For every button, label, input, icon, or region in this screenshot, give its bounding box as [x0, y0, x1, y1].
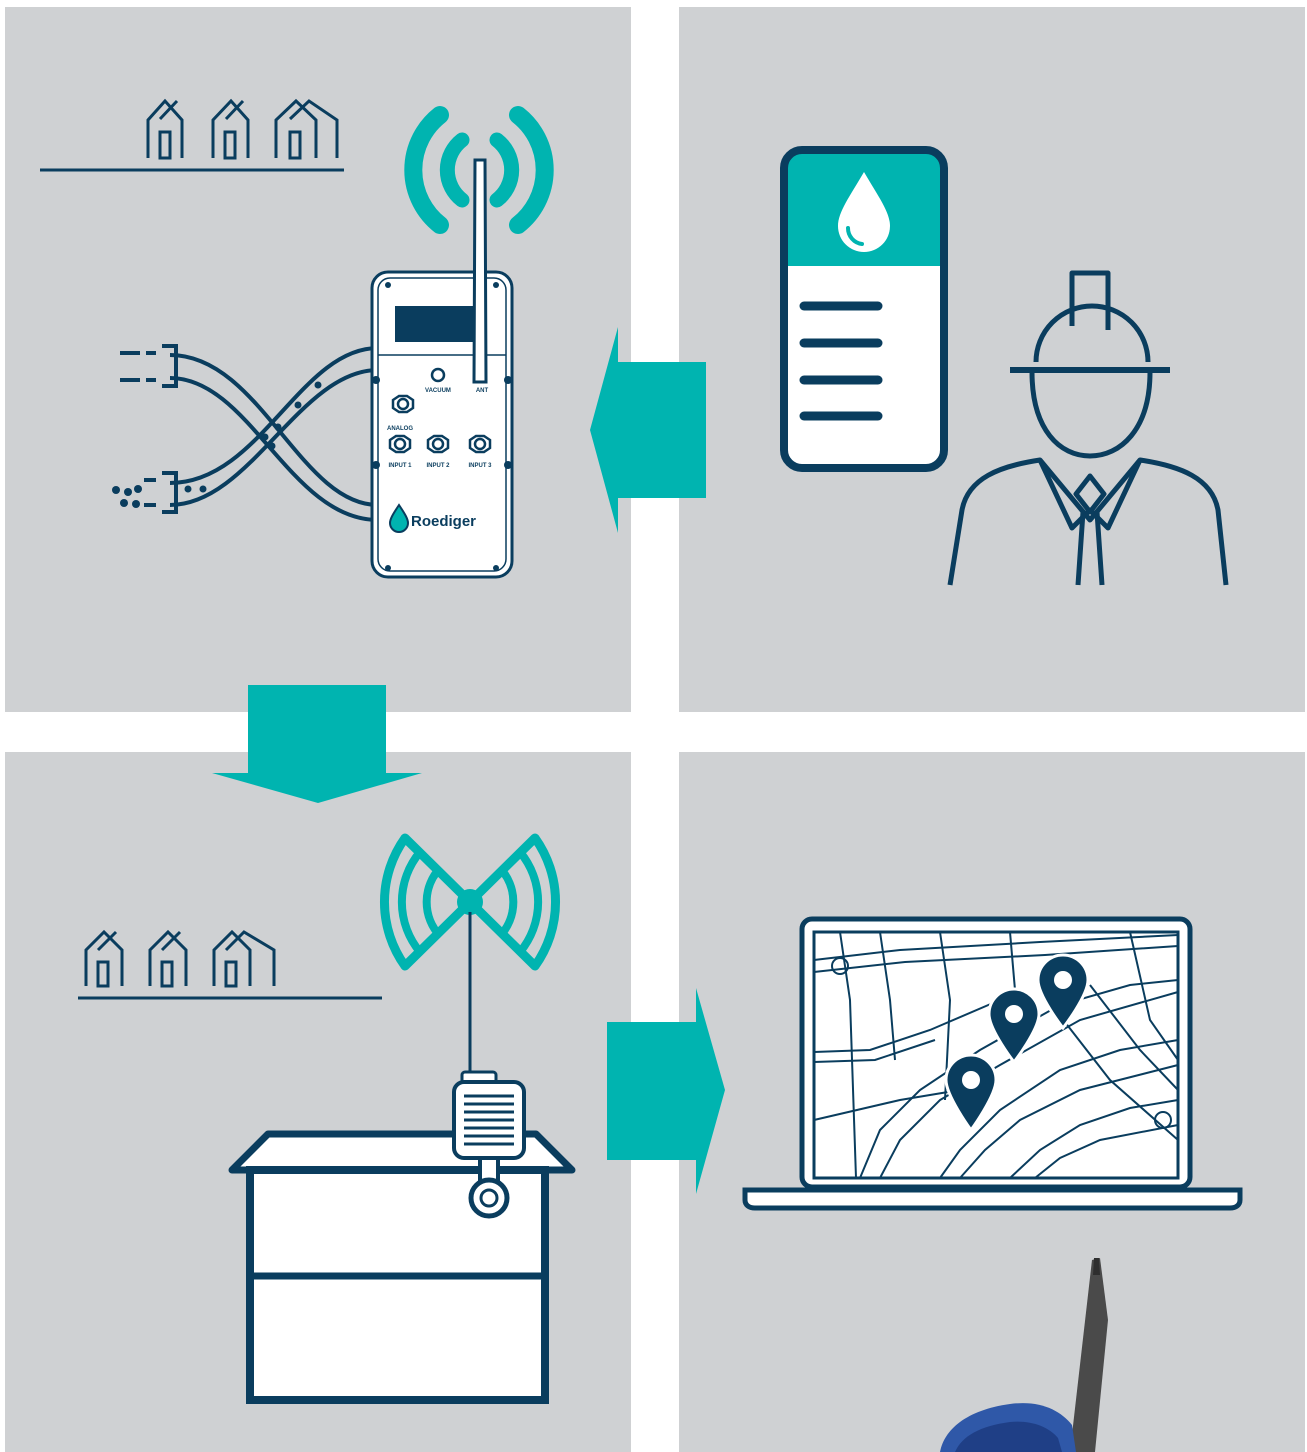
port-label-vacuum: VACUUM [425, 388, 451, 394]
port-label-analog: ANALOG [387, 426, 413, 432]
location-pin-icon [987, 987, 1041, 1065]
pipes-icon [120, 344, 379, 522]
arrow-right-icon [607, 988, 725, 1194]
port-label-input-2: INPUT 2 [426, 463, 450, 469]
port-label-ant: ANT [476, 388, 489, 394]
location-pins [944, 953, 1090, 1133]
antenna-icon [472, 158, 488, 384]
device-photo [940, 1258, 1108, 1452]
gateway-device-icon [452, 1070, 526, 1219]
roediger-logo-drop-icon [388, 503, 410, 533]
antenna-hub [457, 889, 483, 915]
location-pin-holes [962, 971, 1072, 1089]
laptop-icon [742, 916, 1243, 1211]
port-label-input-1: INPUT 1 [388, 463, 412, 469]
location-pin-icon [1036, 953, 1090, 1031]
arrow-down-icon [212, 685, 422, 803]
data-logger-device: VACUUM ANT ANALOG INPUT 1 INPUT 2 INPUT … [370, 270, 514, 579]
houses-icon [40, 98, 344, 172]
report-card-icon [780, 146, 948, 472]
water-drop-icon [838, 172, 890, 252]
houses-icon-2 [78, 929, 382, 1000]
radio-signal-icon-2 [379, 833, 561, 971]
brand-name: Roediger [411, 513, 476, 530]
engineer-icon [947, 270, 1229, 586]
arrow-left-icon [590, 327, 706, 533]
radio-signal-icon [404, 106, 554, 234]
water-drops-decoration [112, 381, 322, 508]
cabinet-icon [228, 1130, 576, 1404]
location-pin-icon [944, 1053, 998, 1133]
port-label-input-3: INPUT 3 [468, 463, 492, 469]
